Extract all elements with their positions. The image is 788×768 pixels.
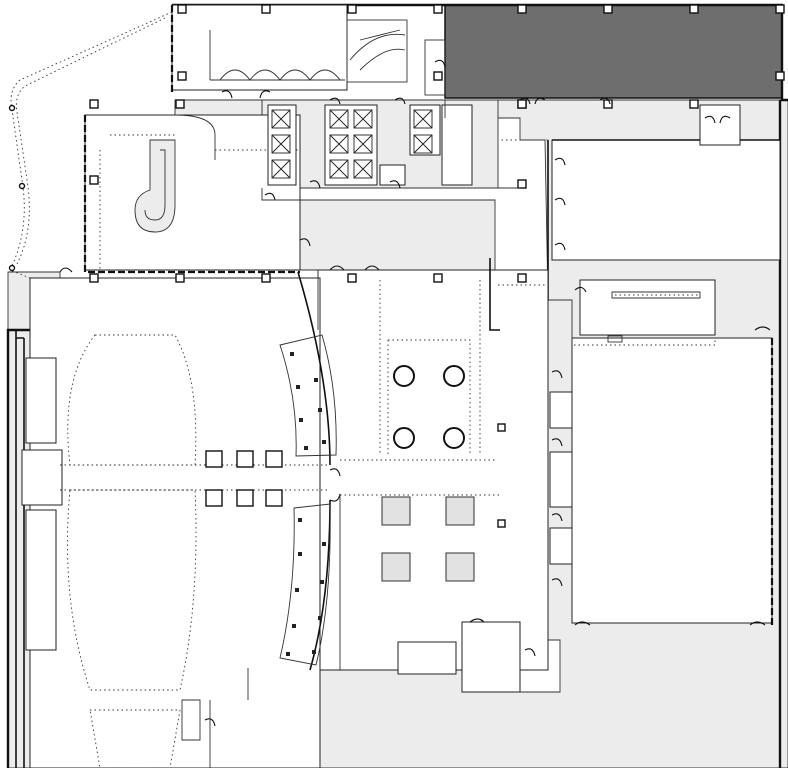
lobby-curved-wall <box>174 114 216 160</box>
north-corridor-box <box>424 39 446 96</box>
side-box <box>25 509 57 651</box>
truss-block <box>265 489 283 507</box>
structural-columns <box>89 4 785 528</box>
central-grid <box>340 280 500 496</box>
canopy-post <box>8 264 16 272</box>
canopy-outline-2 <box>15 17 166 267</box>
central-divider <box>489 258 500 331</box>
square-pillar <box>381 496 411 526</box>
ballroom-partition <box>549 391 573 429</box>
stage-line <box>209 30 345 81</box>
canopy-post <box>8 104 16 112</box>
auditorium-curve <box>297 271 331 466</box>
truss-block <box>205 450 223 468</box>
central-hall <box>317 269 549 671</box>
east-office <box>579 279 716 336</box>
south-counter <box>461 621 521 693</box>
elevator-core <box>267 104 473 186</box>
north-hall <box>171 4 348 91</box>
east-prefunction <box>551 139 781 261</box>
auditorium <box>21 271 337 768</box>
info-desk <box>397 641 457 675</box>
booth-markers <box>286 352 326 656</box>
lobby-dotted <box>99 134 300 270</box>
north-closet <box>346 19 408 83</box>
truss-block <box>236 489 254 507</box>
round-column <box>393 427 415 449</box>
door-swings <box>59 59 771 727</box>
core-stair <box>379 164 406 186</box>
truss-block <box>265 450 283 468</box>
west-wall <box>15 330 25 768</box>
interior-lines <box>181 100 716 768</box>
east-wing <box>547 104 781 336</box>
round-column <box>443 365 465 387</box>
ne-office <box>699 104 741 146</box>
booth-curve-north <box>279 334 337 457</box>
square-pillar <box>381 552 411 582</box>
lobby-west-wall <box>83 115 300 274</box>
ballroom-partition <box>549 527 573 565</box>
service-box <box>441 104 473 186</box>
round-column <box>443 427 465 449</box>
central-lobby <box>317 258 549 693</box>
booth-curve-south <box>279 503 331 666</box>
ballroom-switch <box>607 335 623 343</box>
ballroom <box>571 337 773 624</box>
side-box <box>25 357 57 444</box>
aisle-band <box>21 449 63 506</box>
north-wing <box>170 4 446 96</box>
lobby-room <box>84 114 301 271</box>
ramp-inner <box>144 149 166 221</box>
square-pillar <box>445 552 475 582</box>
round-column <box>393 365 415 387</box>
west-lobby <box>83 114 301 274</box>
stage-north-strip <box>299 199 496 271</box>
truss-block <box>205 489 223 507</box>
elevator-cabs <box>271 109 433 179</box>
pit-outline <box>89 709 181 768</box>
auditorium-room <box>29 277 321 768</box>
aisle-lines <box>60 464 330 491</box>
stair-curve <box>349 29 406 71</box>
east-office-counter <box>611 291 701 299</box>
square-pillar <box>445 496 475 526</box>
east-ballroom <box>549 335 774 625</box>
canopy-post <box>18 182 26 190</box>
ballroom-partition <box>549 451 573 508</box>
highlighted-room <box>444 4 783 99</box>
truss-block <box>236 450 254 468</box>
